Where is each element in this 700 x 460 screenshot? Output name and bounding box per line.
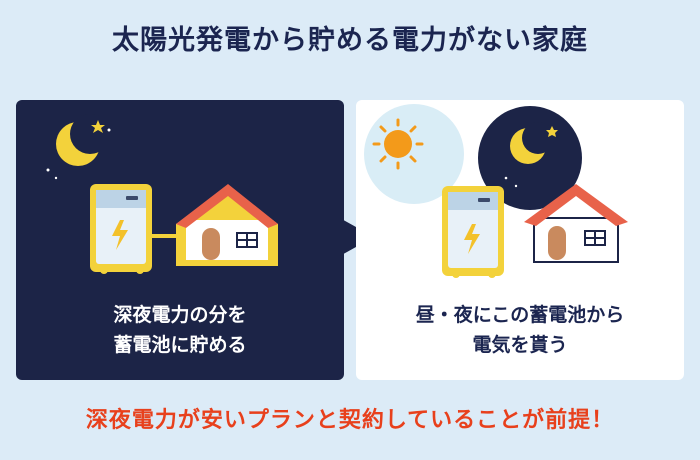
footer-note: 深夜電力が安いプランと契約していることが前提！ (85, 408, 615, 433)
night-caption: 深夜電力の分を 蓄電池に貯める (16, 300, 344, 360)
star-icon (46, 120, 111, 180)
day-caption-line2: 電気を貰う (472, 334, 568, 356)
day-night-supply-panel: 昼・夜にこの蓄電池から 電気を貰う (356, 100, 684, 380)
moon-icon (56, 114, 110, 166)
page-title: 太陽光発電から貯める電力がない家庭 (112, 25, 588, 56)
battery-icon (442, 186, 504, 278)
day-sky-circle (364, 104, 464, 204)
house-icon (176, 184, 278, 266)
sun-icon (372, 118, 424, 170)
battery-icon (90, 184, 152, 274)
night-caption-line2: 蓄電池に貯める (113, 334, 247, 356)
cable-line (152, 234, 182, 238)
day-night-illustration (364, 104, 628, 278)
moon-icon (504, 122, 558, 188)
day-caption: 昼・夜にこの蓄電池から 電気を貰う (356, 300, 684, 360)
night-charge-panel: 深夜電力の分を 蓄電池に貯める (16, 100, 344, 380)
night-illustration (46, 114, 278, 274)
house-icon (524, 184, 628, 263)
night-caption-line1: 深夜電力の分を (113, 304, 247, 326)
day-caption-line1: 昼・夜にこの蓄電池から (415, 304, 625, 326)
